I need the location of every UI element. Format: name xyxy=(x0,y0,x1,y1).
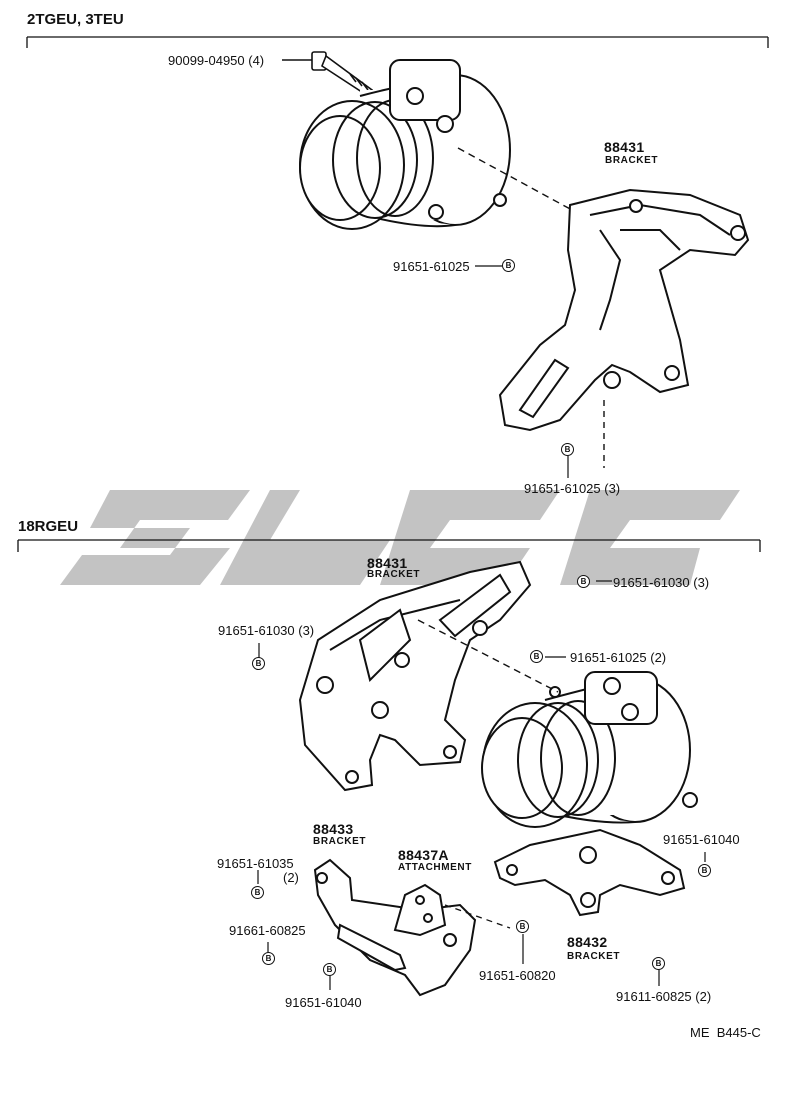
watermark-logo xyxy=(60,490,740,585)
part-label-bracket3-name: BRACKET xyxy=(567,951,621,962)
leaders-bottom xyxy=(257,580,706,990)
bracket-bottom-main-icon xyxy=(298,560,532,792)
attachment-88437a-icon xyxy=(393,883,447,937)
section-frame-bottom xyxy=(17,539,761,552)
compressor-bottom-icon xyxy=(481,671,698,828)
part-label-bolt-9: 91611-60825 (2) xyxy=(616,989,712,1004)
bolt-mark-icon: B xyxy=(561,443,574,456)
bolt-mark-icon: B xyxy=(698,864,711,877)
part-label-bracket2-name: BRACKET xyxy=(313,836,367,847)
leader-dashed-bottom-1 xyxy=(417,619,559,693)
part-label-bolt-3: 91651-61025 (2) xyxy=(570,650,667,665)
bracket-88432-icon xyxy=(493,828,686,917)
part-label-bolt-6: 91661-60825 xyxy=(229,923,306,938)
bolt-mark-icon: B xyxy=(577,575,590,588)
part-label-bolt-b: 91651-61025 xyxy=(393,259,470,274)
part-label-bracket1-no: 88431 xyxy=(367,555,408,571)
part-label-bolt-2: 91651-61030 (3) xyxy=(218,623,315,638)
bolt-mark-icon: B xyxy=(530,650,543,663)
part-label-attach-no: 88437A xyxy=(398,847,449,863)
bolt-mark-icon: B xyxy=(323,963,336,976)
part-label-bracket1-name: BRACKET xyxy=(367,569,421,580)
bolt-long-icon xyxy=(282,51,374,98)
bolt-mark-icon: B xyxy=(252,657,265,670)
part-label-bracket2-no: 88433 xyxy=(313,821,354,837)
part-label-bolt-a: 90099-04950 (4) xyxy=(168,53,265,68)
part-label-bolt-c: 91651-61025 (3) xyxy=(524,481,621,496)
part-label-bolt-4: 91651-61040 xyxy=(663,832,740,847)
figure-code: ME B445-C xyxy=(690,1025,761,1040)
part-label-bracket3-no: 88432 xyxy=(567,934,608,950)
leader-dashed-attach xyxy=(444,904,511,929)
part-label-attach-name: ATTACHMENT xyxy=(398,862,472,873)
section-title-bottom: 18RGEU xyxy=(18,518,79,535)
part-label-bolt-7: 91651-60820 xyxy=(479,968,556,983)
bracket-top-icon xyxy=(498,188,750,432)
part-label-bolt-5-qty: (2) xyxy=(283,870,299,885)
part-label-bracket-top-name: BRACKET xyxy=(605,155,659,166)
bolt-mark-icon: B xyxy=(652,957,665,970)
part-label-bolt-1: 91651-61030 (3) xyxy=(613,575,710,590)
part-label-bolt-5: 91651-61035 xyxy=(217,856,294,871)
leader-dashed-top-1 xyxy=(457,147,573,211)
part-label-bracket-top-no: 88431 xyxy=(604,139,645,155)
section-frame-top xyxy=(26,36,769,48)
bolt-mark-icon: B xyxy=(502,259,515,272)
compressor-top-icon xyxy=(299,59,511,230)
part-label-bolt-8: 91651-61040 xyxy=(285,995,362,1010)
section-title-top: 2TGEU, 3TEU xyxy=(27,11,124,28)
bolt-mark-icon: B xyxy=(262,952,275,965)
bolt-mark-icon: B xyxy=(251,886,264,899)
bolt-mark-icon: B xyxy=(516,920,529,933)
